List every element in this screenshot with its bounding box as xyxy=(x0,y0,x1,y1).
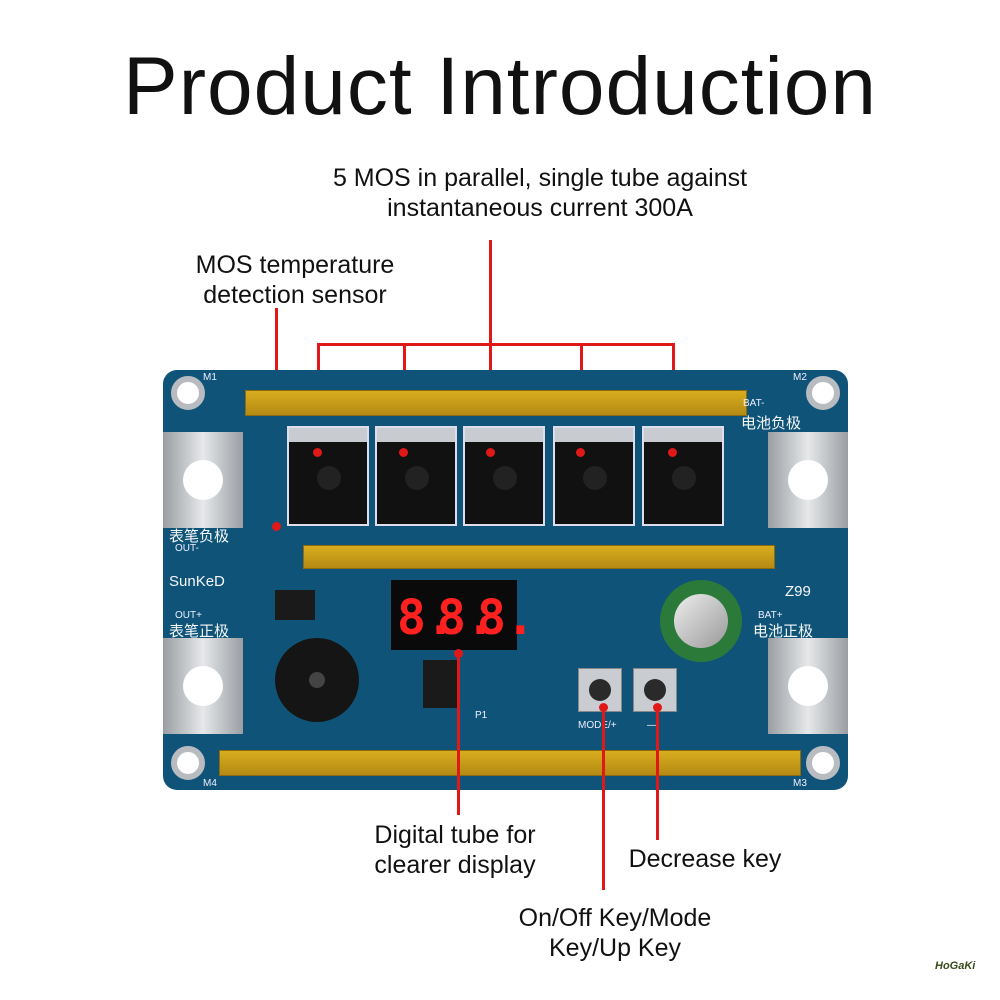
pcb-board: M1 M2 M4 M3 表笔负极 OUT- SunKeD OUT+ 表笔正极 B… xyxy=(163,370,848,790)
callout-dot xyxy=(576,448,585,457)
annotation-line: instantaneous current 300A xyxy=(387,194,693,222)
mosfet-q6 xyxy=(642,426,724,526)
label-out-plus: OUT+ xyxy=(175,610,202,621)
hogaki-logo: HoGaKi xyxy=(935,960,976,972)
annotation-line: MOS temperature xyxy=(195,251,395,279)
label-p1: P1 xyxy=(475,710,488,721)
label-bat-plus-cn: 电池正极 xyxy=(753,623,814,640)
annotation-line: On/Off Key/Mode xyxy=(518,904,712,932)
model-label: Z99 xyxy=(785,583,811,600)
display-digit: 8. xyxy=(477,590,535,646)
callout-dot xyxy=(313,448,322,457)
annotation-digital-tube: Digital tube for clearer display xyxy=(340,820,570,880)
callout-line xyxy=(489,240,492,452)
terminal-out-minus xyxy=(163,432,243,528)
label-m1: M1 xyxy=(203,372,217,383)
display-digit: 8. xyxy=(397,590,455,646)
label-mode-button: MODE/+ xyxy=(578,720,617,731)
mosfet-q4 xyxy=(463,426,545,526)
annotation-temp-sensor: MOS temperature detection sensor xyxy=(160,250,430,310)
label-bat-plus: BAT+ xyxy=(758,610,783,621)
label-m4: M4 xyxy=(203,778,217,789)
mount-hole-m3 xyxy=(806,746,840,780)
callout-dot xyxy=(486,448,495,457)
mount-hole-m1 xyxy=(171,376,205,410)
display-digit: 8. xyxy=(437,590,495,646)
mosfet-q3 xyxy=(375,426,457,526)
page-title: Product Introduction xyxy=(123,41,877,132)
annotation-line: clearer display xyxy=(374,851,536,879)
callout-line xyxy=(656,707,659,840)
terminal-bat-plus xyxy=(768,638,848,734)
digital-tube-display: 8. 8. 8. xyxy=(391,580,535,650)
callout-dot xyxy=(668,448,677,457)
mount-hole-m4 xyxy=(171,746,205,780)
optocoupler-chip xyxy=(275,590,315,620)
label-m3: M3 xyxy=(793,778,807,789)
callout-line xyxy=(602,707,605,890)
driver-chip xyxy=(423,660,459,708)
label-out-minus: OUT- xyxy=(175,543,199,554)
annotation-line: Key/Up Key xyxy=(548,934,681,962)
buzzer xyxy=(275,638,359,722)
annotation-mos-parallel: 5 MOS in parallel, single tube against i… xyxy=(290,163,790,223)
mount-hole-m2 xyxy=(806,376,840,410)
annotation-decrease-key: Decrease key xyxy=(628,845,782,873)
label-bat-minus: BAT- xyxy=(743,398,765,409)
copper-bar-top xyxy=(245,390,747,416)
label-bat-minus-cn: 电池负极 xyxy=(741,415,802,432)
capacitor xyxy=(660,580,742,662)
mosfet-q5 xyxy=(553,426,635,526)
annotation-line: detection sensor xyxy=(203,281,387,309)
callout-line xyxy=(317,343,675,346)
mosfet-q2 xyxy=(287,426,369,526)
label-out-minus-cn: 表笔负极 xyxy=(169,528,230,545)
annotation-line: Digital tube for xyxy=(374,821,536,849)
terminal-bat-minus xyxy=(768,432,848,528)
copper-bar-middle xyxy=(303,545,775,569)
label-minus-button: — xyxy=(647,720,657,731)
label-out-plus-cn: 表笔正极 xyxy=(169,623,230,640)
callout-dot xyxy=(272,522,281,531)
annotation-mode-key: On/Off Key/Mode Key/Up Key xyxy=(490,903,740,963)
annotation-line: 5 MOS in parallel, single tube against xyxy=(332,164,748,192)
terminal-out-plus xyxy=(163,638,243,734)
callout-dot xyxy=(399,448,408,457)
label-m2: M2 xyxy=(793,372,807,383)
copper-bar-bottom xyxy=(219,750,801,776)
brand-label: SunKeD xyxy=(169,573,225,590)
callout-line xyxy=(457,653,460,815)
